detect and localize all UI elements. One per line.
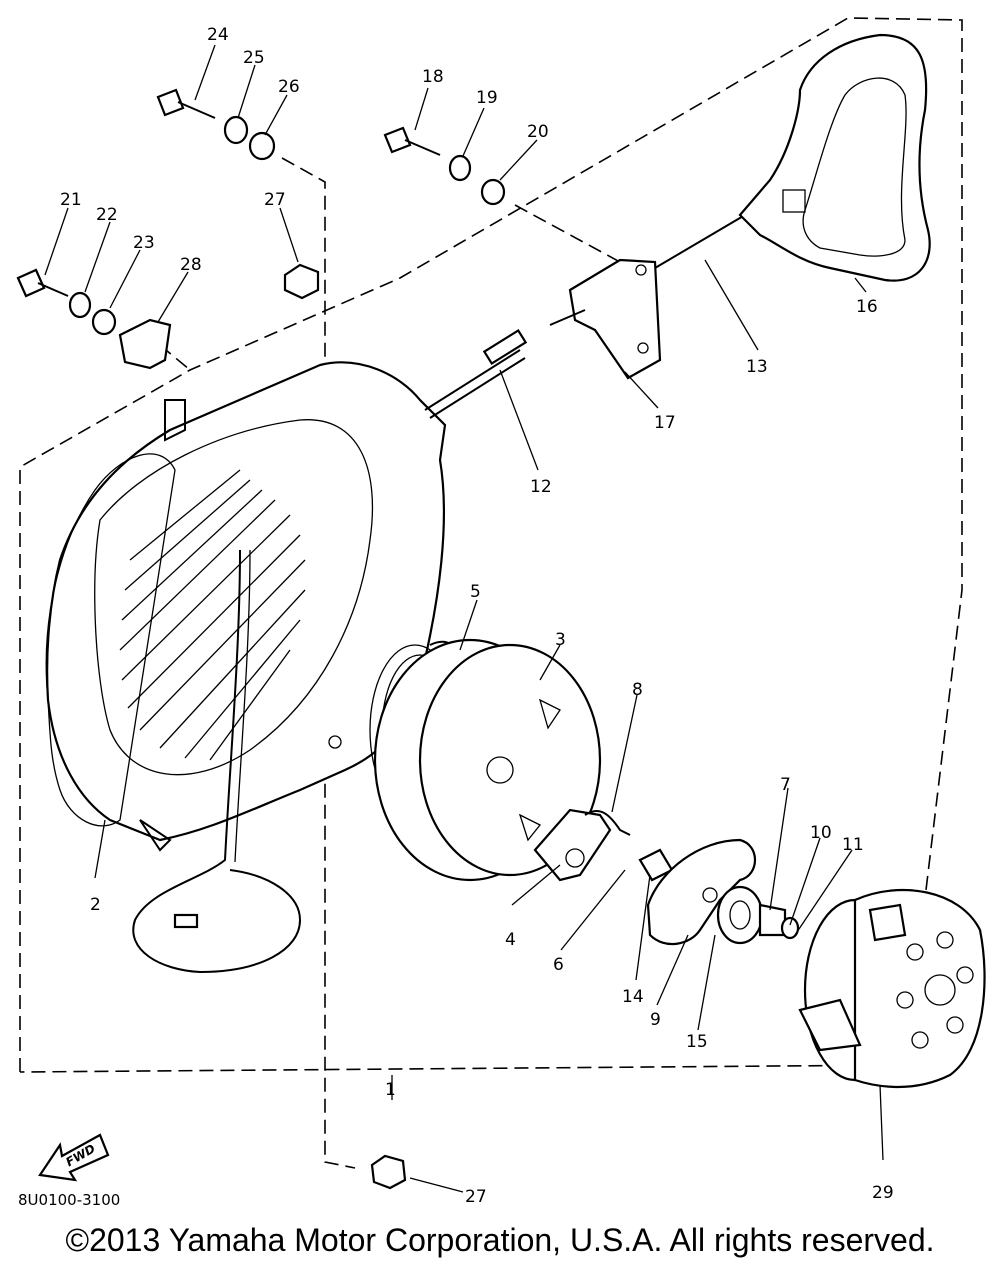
label-7: 7 [780,775,791,795]
cable-bracket [549,258,662,380]
case-gasket [45,453,176,827]
label-20: 20 [527,122,549,142]
label-18: 18 [422,67,444,87]
sheave-drum [373,638,602,882]
label-6: 6 [553,955,564,975]
label-16: 16 [856,297,878,317]
label-19: 19 [476,88,498,108]
label-29: 29 [872,1183,894,1203]
label-14: 14 [622,987,644,1007]
plate-28 [118,318,172,370]
label-27-bottom: 27 [465,1187,487,1207]
bolt-24 [156,88,216,119]
starter-cable [424,328,528,419]
washer-23 [91,308,117,336]
starter-case [46,361,447,852]
label-23: 23 [133,233,155,253]
label-10: 10 [810,823,832,843]
bolt-21 [16,268,69,298]
leader-lines [44,44,884,1193]
label-27-top: 27 [264,190,286,210]
part-number-labels: 1 2 3 4 5 6 7 8 9 10 11 12 13 14 15 16 1… [18,25,894,1209]
reference-line-top [281,157,356,1169]
label-21: 21 [60,190,82,210]
label-15: 15 [686,1032,708,1052]
label-24: 24 [207,25,229,45]
washer-19 [448,154,472,182]
label-8: 8 [632,680,643,700]
washer-26 [248,131,276,161]
label-17: 17 [654,413,676,433]
label-1: 1 [385,1080,396,1100]
label-22: 22 [96,205,118,225]
washer-20 [480,178,506,206]
washer-25 [223,115,249,145]
label-28: 28 [180,255,202,275]
label-2: 2 [90,895,101,915]
label-5: 5 [470,582,481,602]
label-13: 13 [746,357,768,377]
pawl-spring [584,810,631,836]
reference-line-cable [514,204,621,263]
center-hardware [716,885,800,945]
nut-27-top [283,263,320,300]
handle-rope [654,214,746,269]
exploded-parts-diagram: FWD 1 2 3 4 5 6 7 8 9 10 11 12 13 14 15 … [16,17,986,1209]
label-12: 12 [530,477,552,497]
bolt-18 [383,126,441,156]
label-26: 26 [278,77,300,97]
starter-handle [738,33,931,282]
nut-27-bottom [370,1154,407,1190]
label-3: 3 [555,630,566,650]
drive-pawl [533,808,612,882]
pulley-cover [798,888,986,1089]
drawing-code: 8U0100-3100 [18,1191,120,1209]
label-25: 25 [243,48,265,68]
washer-22 [68,291,92,319]
label-11: 11 [842,835,864,855]
friction-plate [646,838,756,946]
cooling-fins [119,469,306,761]
wire-loop [132,549,302,974]
copyright-notice: ©2013 Yamaha Motor Corporation, U.S.A. A… [65,1222,935,1258]
label-4: 4 [505,930,516,950]
label-9: 9 [650,1010,661,1030]
forward-arrow-icon: FWD [38,1133,110,1182]
